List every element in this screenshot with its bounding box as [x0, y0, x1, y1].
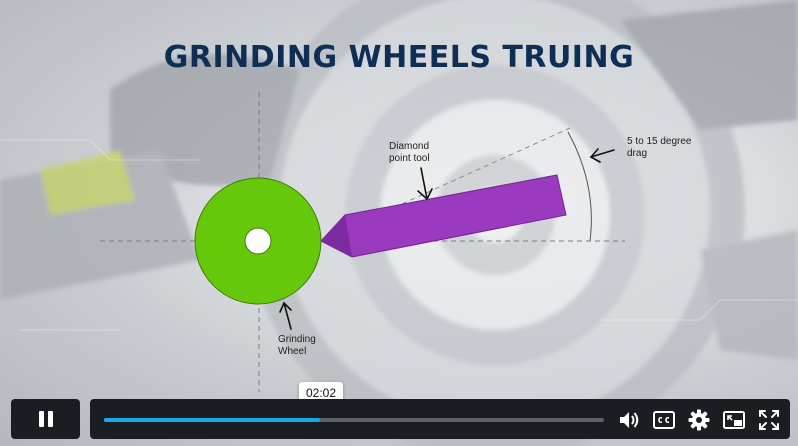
wheel-hub: [244, 227, 272, 255]
tool-tip: [321, 215, 352, 257]
diamond-arrow: [420, 167, 428, 200]
diamond-arrow-head: [417, 188, 433, 201]
angle-label: 5 to 15 degree drag: [627, 136, 692, 159]
gear-icon: [688, 409, 710, 431]
captions-button[interactable]: [651, 407, 677, 433]
volume-icon: [620, 412, 639, 428]
control-bar: [0, 396, 798, 446]
slide-title: GRINDING WHEELS TRUING: [163, 40, 635, 75]
captions-icon: [653, 411, 675, 429]
diamond-tool-label: Diamond point tool: [389, 141, 430, 164]
fullscreen-icon: [759, 410, 779, 430]
diamond-point-tool: [320, 174, 567, 258]
picture-in-picture-button[interactable]: [721, 407, 747, 433]
progress-fill: [104, 418, 320, 422]
settings-button[interactable]: [686, 407, 712, 433]
fullscreen-button[interactable]: [756, 407, 782, 433]
grinding-wheel-label: Grinding Wheel: [278, 334, 316, 357]
wheel-arrow: [283, 302, 292, 330]
angle-arrow: [590, 149, 615, 158]
pause-icon: [38, 411, 53, 427]
volume-button[interactable]: [616, 407, 642, 433]
wheel-arrow-head: [279, 301, 292, 313]
pause-button[interactable]: [11, 399, 80, 439]
angle-arrow-head: [589, 148, 601, 163]
angle-arc: [567, 131, 592, 242]
picture-in-picture-icon: [723, 411, 745, 429]
progress-bar[interactable]: [104, 418, 604, 422]
progress-controls: [90, 399, 790, 439]
time-tooltip: 02:02: [299, 382, 343, 409]
